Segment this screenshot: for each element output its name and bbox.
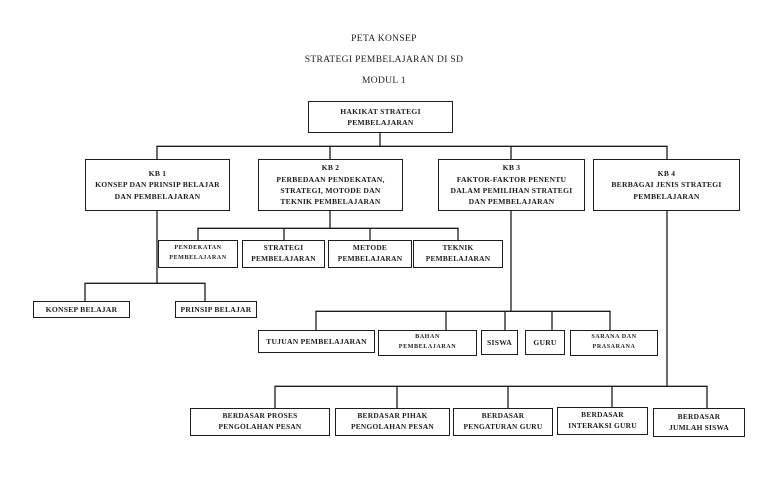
node-strategi-pembelajaran: STRATEGI PEMBELAJARAN: [242, 240, 325, 268]
node-kb4: KB 4 BERBAGAI JENIS STRATEGI PEMBELAJARA…: [593, 159, 740, 211]
node-berdasar-interaksi-guru: BERDASAR INTERAKSI GURU: [557, 407, 648, 435]
node-hakikat-strategi: HAKIKAT STRATEGI PEMBELAJARAN: [308, 101, 453, 133]
node-bahan-pembelajaran: BAHAN PEMBELAJARAN: [378, 330, 477, 356]
node-berdasar-proses-pengolahan-pesan: BERDASAR PROSES PENGOLAHAN PESAN: [190, 408, 330, 436]
node-prinsip-belajar: PRINSIP BELAJAR: [175, 301, 257, 318]
node-pendekatan-pembelajaran: PENDEKATAN PEMBELAJARAN: [158, 240, 238, 268]
node-kb3: KB 3 FAKTOR-FAKTOR PENENTU DALAM PEMILIH…: [438, 159, 585, 211]
page-subtitle: STRATEGI PEMBELAJARAN DI SD: [304, 55, 464, 65]
node-berdasar-pengaturan-guru: BERDASAR PENGATURAN GURU: [453, 408, 553, 436]
node-metode-pembelajaran: METODE PEMBELAJARAN: [328, 240, 412, 268]
page-title: PETA KONSEP: [351, 34, 417, 44]
node-kb1: KB 1 KONSEP DAN PRINSIP BELAJAR DAN PEMB…: [85, 159, 230, 211]
node-kb2: KB 2 PERBEDAAN PENDEKATAN, STRATEGI, MOT…: [258, 159, 403, 211]
node-tujuan-pembelajaran: TUJUAN PEMBELAJARAN: [258, 330, 375, 353]
node-berdasar-pihak-pengolahan-pesan: BERDASAR PIHAK PENGOLAHAN PESAN: [335, 408, 450, 436]
node-sarana-dan-prasarana: SARANA DAN PRASARANA: [570, 330, 658, 356]
node-guru: GURU: [525, 330, 565, 355]
node-teknik-pembelajaran: TEKNIK PEMBELAJARAN: [413, 240, 503, 268]
node-berdasar-jumlah-siswa: BERDASAR JUMLAH SISWA: [653, 408, 745, 437]
module-label: MODUL 1: [361, 76, 407, 86]
node-konsep-belajar: KONSEP BELAJAR: [33, 301, 130, 318]
node-siswa: SISWA: [481, 330, 518, 355]
